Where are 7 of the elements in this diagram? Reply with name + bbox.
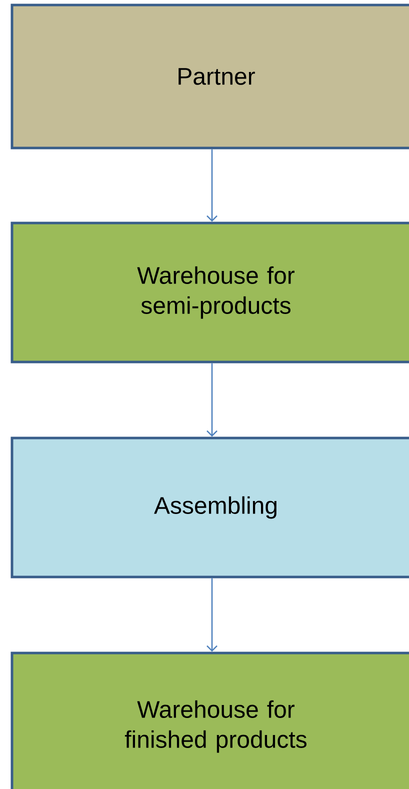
arrow bbox=[206, 363, 218, 437]
arrow bbox=[206, 149, 218, 222]
process-box: Partner bbox=[10, 4, 409, 150]
process-box: Warehouse for finished products bbox=[10, 652, 409, 789]
process-box: Assembling bbox=[10, 436, 409, 578]
arrow bbox=[206, 578, 218, 652]
process-box: Warehouse for semi-products bbox=[10, 222, 409, 364]
